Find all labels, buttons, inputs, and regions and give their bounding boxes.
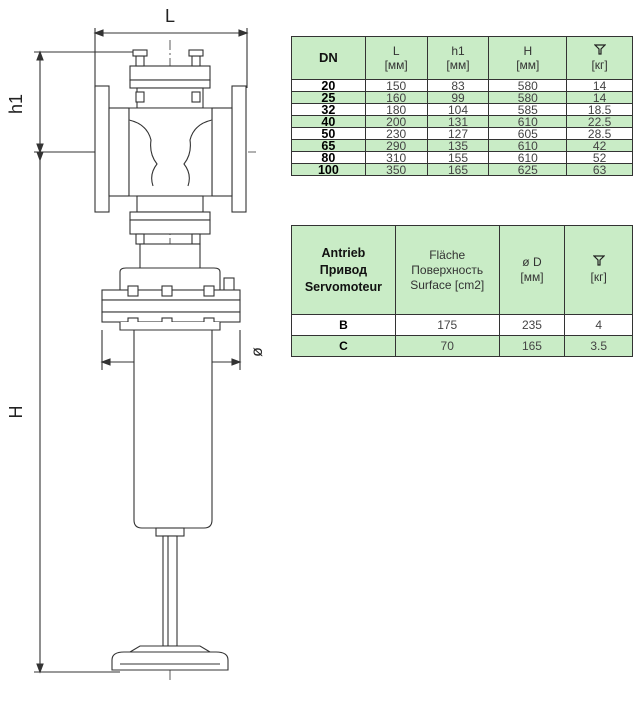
cell-h: 580: [488, 79, 568, 92]
cell-l: 180: [364, 103, 428, 116]
actuator: [101, 267, 241, 331]
dimension-H: [34, 151, 120, 674]
cell-h1: 127: [426, 127, 490, 140]
cell-h1: 104: [426, 103, 490, 116]
cell-dn: 32: [291, 103, 366, 116]
header-l: L[мм]: [364, 36, 428, 80]
cell-dn: 50: [291, 127, 366, 140]
cell-weight: 18.5: [566, 103, 633, 116]
cell-h: 585: [488, 103, 568, 116]
cell-surface: 70: [394, 335, 500, 357]
header-diameter: ø D [мм]: [498, 225, 566, 315]
dim-D-label: ø: [249, 347, 266, 357]
cell-l: 160: [364, 91, 428, 104]
cell-h: 625: [488, 163, 568, 176]
cell-dn: 25: [291, 91, 366, 104]
spring-housing: [133, 329, 213, 537]
cell-diameter: 165: [498, 335, 566, 357]
header-act-weight: [кг]: [564, 225, 633, 315]
weight-icon: [592, 255, 606, 266]
cell-h1: 155: [426, 151, 490, 164]
cell-dn: 65: [291, 139, 366, 152]
dimension-L: [93, 28, 249, 88]
cell-h1: 83: [426, 79, 490, 92]
cell-h1: 165: [426, 163, 490, 176]
cell-weight: 4: [564, 314, 633, 336]
cell-l: 310: [364, 151, 428, 164]
header-surface: Fläche Поверхность Surface [cm2]: [394, 225, 500, 315]
cell-h: 610: [488, 139, 568, 152]
cell-h1: 131: [426, 115, 490, 128]
header-weight: [кг]: [566, 36, 633, 80]
cell-dn: 100: [291, 163, 366, 176]
actuator-table: Antrieb Привод Servomoteur Fläche Поверх…: [291, 225, 633, 357]
cell-weight: 3.5: [564, 335, 633, 357]
lower-bonnet: [129, 195, 211, 271]
cell-dn: 40: [291, 115, 366, 128]
dim-H-label: H: [6, 406, 26, 419]
cell-weight: 14: [566, 91, 633, 104]
stem: [162, 535, 178, 647]
cell-weight: 63: [566, 163, 633, 176]
cell-h1: 99: [426, 91, 490, 104]
header-actuator: Antrieb Привод Servomoteur: [291, 225, 396, 315]
cell-weight: 14: [566, 79, 633, 92]
cell-weight: 22.5: [566, 115, 633, 128]
cell-l: 290: [364, 139, 428, 152]
cell-surface: 175: [394, 314, 500, 336]
cell-weight: 28.5: [566, 127, 633, 140]
cell-h: 610: [488, 115, 568, 128]
cell-h: 610: [488, 151, 568, 164]
cell-dn: 20: [291, 79, 366, 92]
cell-weight: 42: [566, 139, 633, 152]
header-dn: DN: [291, 36, 366, 80]
cell-diameter: 235: [498, 314, 566, 336]
top-bonnet: [129, 49, 211, 109]
weight-icon: [593, 44, 607, 55]
cell-l: 150: [364, 79, 428, 92]
dim-L-label: L: [165, 6, 175, 26]
cell-dn: 80: [291, 151, 366, 164]
cell-l: 200: [364, 115, 428, 128]
cell-l: 230: [364, 127, 428, 140]
header-h1: h1[мм]: [426, 36, 490, 80]
valve-drawing: L h1 H ø: [6, 6, 266, 680]
valve-body: [94, 85, 247, 213]
dim-h1-label: h1: [6, 94, 26, 114]
header-h: H[мм]: [488, 36, 568, 80]
cell-h: 580: [488, 91, 568, 104]
cell-actuator: B: [291, 314, 396, 336]
cell-h1: 135: [426, 139, 490, 152]
handwheel: [111, 645, 229, 671]
cell-weight: 52: [566, 151, 633, 164]
dimension-h1: [34, 50, 140, 154]
cell-l: 350: [364, 163, 428, 176]
cell-actuator: C: [291, 335, 396, 357]
cell-h: 605: [488, 127, 568, 140]
